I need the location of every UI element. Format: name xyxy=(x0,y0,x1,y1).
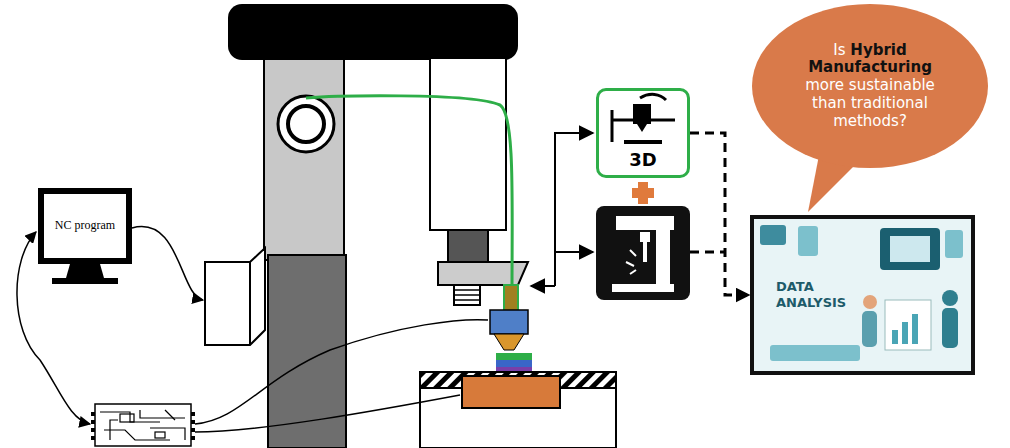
data-analysis-screen: DATA ANALYSIS xyxy=(750,215,975,375)
printer-icon-box: 3D xyxy=(596,88,690,178)
question-text: Is Hybrid Manufacturing more sustainable… xyxy=(790,42,950,130)
node-label: NC program xyxy=(55,219,115,233)
monitor-screen: NC program xyxy=(42,192,128,260)
dashed-connector xyxy=(690,133,749,295)
speech-bubble: Is Hybrid Manufacturing more sustainable… xyxy=(750,2,990,170)
node-label: DATA ANALYSIS xyxy=(776,279,856,310)
node-label: 3D xyxy=(629,151,656,169)
